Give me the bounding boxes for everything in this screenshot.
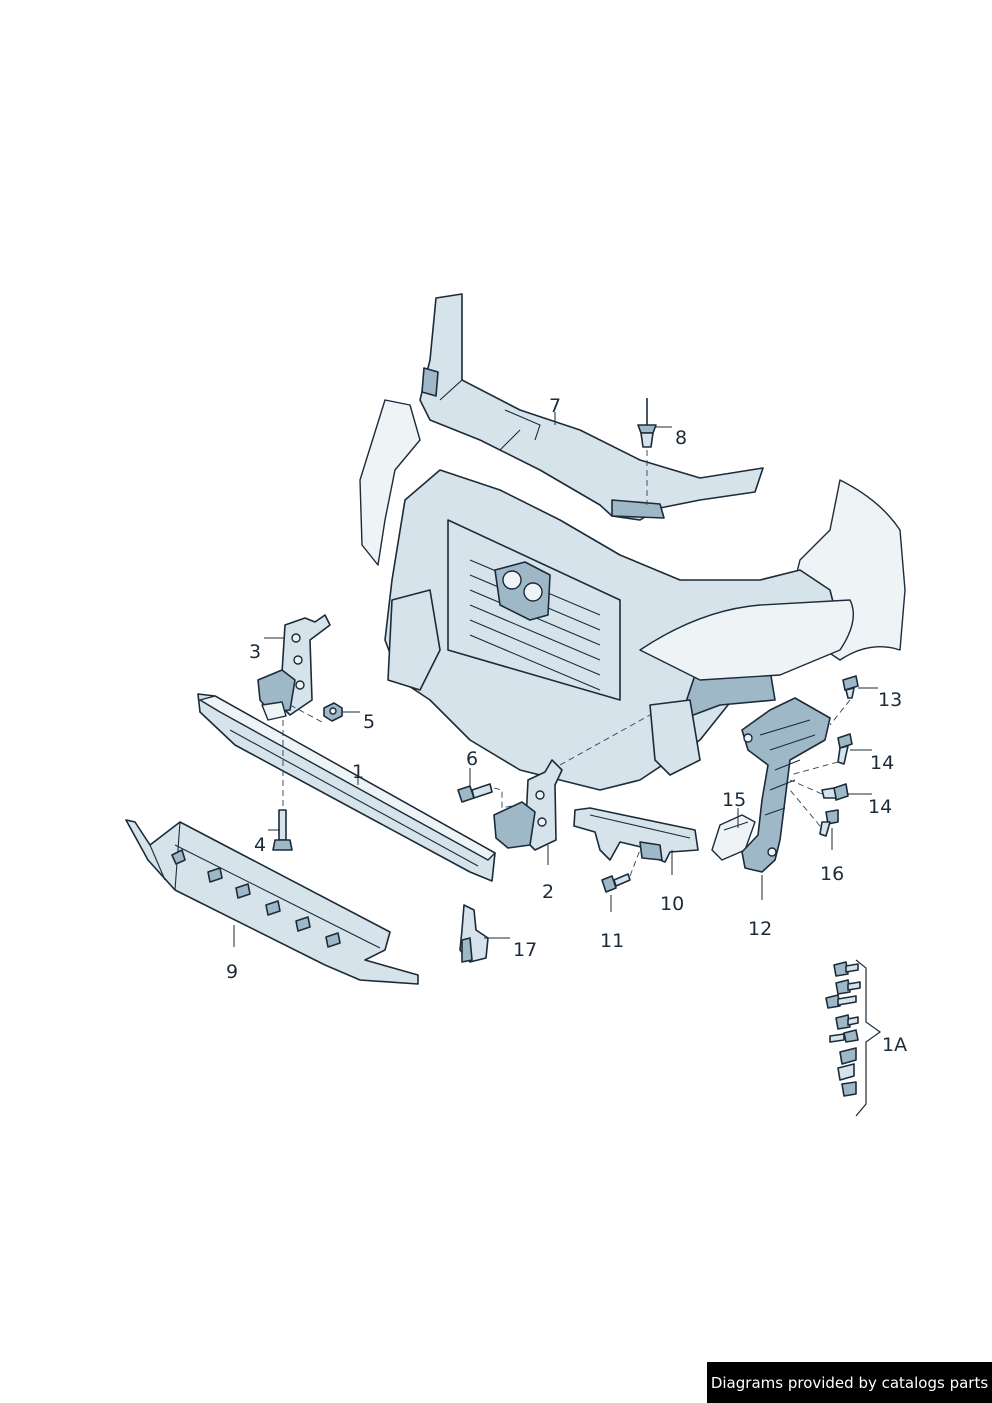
callout-15: 15 — [722, 789, 746, 811]
credit-banner: Diagrams provided by catalogs parts — [707, 1362, 992, 1403]
fastener-kit-1a — [825, 959, 882, 1117]
callout-labels: 7 8 3 13 5 6 14 1 15 14 4 16 2 10 12 11 … — [226, 395, 907, 1056]
callout-14-upper: 14 — [870, 752, 894, 774]
lower-guide-10 — [573, 807, 699, 863]
callout-1: 1 — [352, 761, 364, 783]
callout-2: 2 — [542, 881, 554, 903]
screw-16 — [789, 789, 839, 837]
nut-5 — [289, 702, 343, 723]
bumper-beam — [197, 693, 496, 882]
bolt-6 — [457, 783, 521, 809]
callout-14-lower: 14 — [868, 796, 892, 818]
left-bracket-3 — [257, 614, 331, 721]
headlamp-bracket-12 — [741, 697, 831, 873]
screw-13 — [829, 675, 859, 726]
callout-16: 16 — [820, 863, 844, 885]
callout-3: 3 — [249, 641, 261, 663]
bolt-4 — [272, 720, 293, 851]
screw-14-upper — [789, 733, 853, 776]
callout-4: 4 — [254, 834, 266, 856]
callout-5: 5 — [363, 711, 375, 733]
upper-crossmember-cover — [419, 293, 764, 521]
callout-6: 6 — [466, 748, 478, 770]
rivet-8 — [637, 398, 657, 505]
energy-absorber — [125, 819, 419, 985]
small-bracket-17 — [459, 904, 489, 963]
callout-11: 11 — [600, 930, 624, 952]
callout-12: 12 — [748, 918, 772, 940]
right-bracket-2 — [493, 714, 651, 851]
screw-11 — [601, 849, 641, 893]
callout-9: 9 — [226, 961, 238, 983]
callout-13: 13 — [878, 689, 902, 711]
front-end-body-structure — [359, 399, 906, 791]
callout-8: 8 — [675, 427, 687, 449]
leader-lines — [233, 412, 878, 947]
screw-14-lower — [789, 779, 849, 801]
callout-7: 7 — [549, 395, 561, 417]
callout-10: 10 — [660, 893, 684, 915]
callout-1a: 1A — [882, 1034, 907, 1056]
callout-17: 17 — [513, 939, 537, 961]
